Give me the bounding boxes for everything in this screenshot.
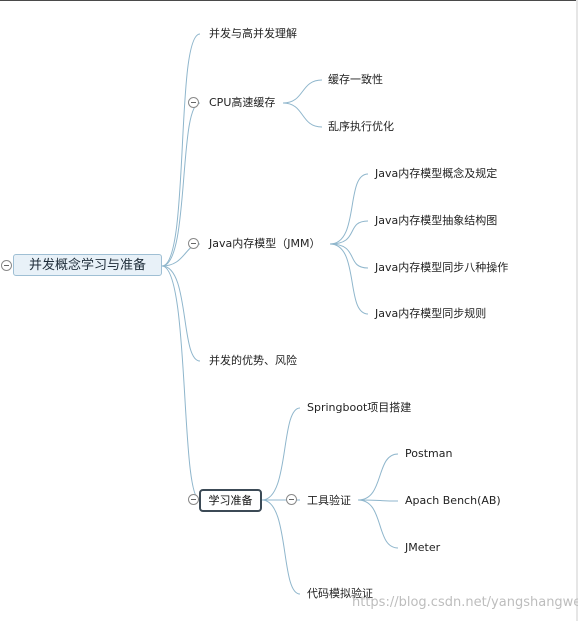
link-jmm-child2	[329, 220, 369, 245]
topic-cpu-cache[interactable]: CPU高速缓存	[209, 96, 276, 109]
link-root-topic5	[161, 265, 201, 501]
subtopic-jmm-sync-rules[interactable]: Java内存模型同步规则	[375, 307, 487, 320]
prep-collapse-toggle[interactable]	[188, 494, 199, 505]
subtopic-cache-coherence[interactable]: 缓存一致性	[328, 73, 383, 86]
window-top-border	[0, 0, 578, 1]
subtopic-code-simulation[interactable]: 代码模拟验证	[307, 587, 373, 600]
root-topic[interactable]: 并发概念学习与准备	[13, 254, 162, 276]
tool-postman[interactable]: Postman	[405, 447, 453, 460]
link-prep-child3	[261, 499, 301, 595]
topic-study-prep[interactable]: 学习准备	[199, 489, 262, 512]
link-jmm-child4	[329, 243, 369, 315]
link-cpu-child1	[282, 79, 323, 104]
tool-jmeter[interactable]: JMeter	[405, 541, 441, 554]
topic-jmm[interactable]: Java内存模型（JMM）	[209, 237, 321, 250]
link-tool-child2	[357, 499, 399, 502]
topic-advantages-risks[interactable]: 并发的优势、风险	[209, 354, 297, 367]
link-jmm-child1	[329, 173, 369, 245]
link-root-topic1	[161, 33, 201, 267]
scroll-edge	[576, 0, 578, 621]
root-collapse-toggle[interactable]	[1, 260, 12, 271]
tool-apache-bench[interactable]: Apach Bench(AB)	[405, 494, 501, 507]
cpu-collapse-toggle[interactable]	[188, 97, 199, 108]
link-jmm-child3	[329, 243, 369, 269]
watermark: https://blog.csdn.net/yangshangwei	[352, 595, 578, 610]
tool-collapse-toggle[interactable]	[286, 494, 297, 505]
link-tool-child3	[357, 499, 399, 549]
link-tool-child1	[357, 453, 399, 501]
topic-concurrency-understanding[interactable]: 并发与高并发理解	[209, 27, 297, 40]
jmm-collapse-toggle[interactable]	[188, 238, 199, 249]
subtopic-jmm-concepts[interactable]: Java内存模型概念及规定	[375, 167, 498, 180]
subtopic-jmm-eight-ops[interactable]: Java内存模型同步八种操作	[375, 261, 509, 274]
link-root-topic2	[161, 102, 201, 267]
subtopic-jmm-structure[interactable]: Java内存模型抽象结构图	[375, 214, 498, 227]
link-prep-child1	[261, 407, 301, 501]
link-cpu-child2	[282, 102, 323, 128]
subtopic-out-of-order[interactable]: 乱序执行优化	[328, 120, 394, 133]
subtopic-tool-validation[interactable]: 工具验证	[307, 494, 351, 507]
subtopic-springboot-setup[interactable]: Springboot项目搭建	[307, 401, 412, 414]
link-root-topic4	[161, 265, 201, 362]
